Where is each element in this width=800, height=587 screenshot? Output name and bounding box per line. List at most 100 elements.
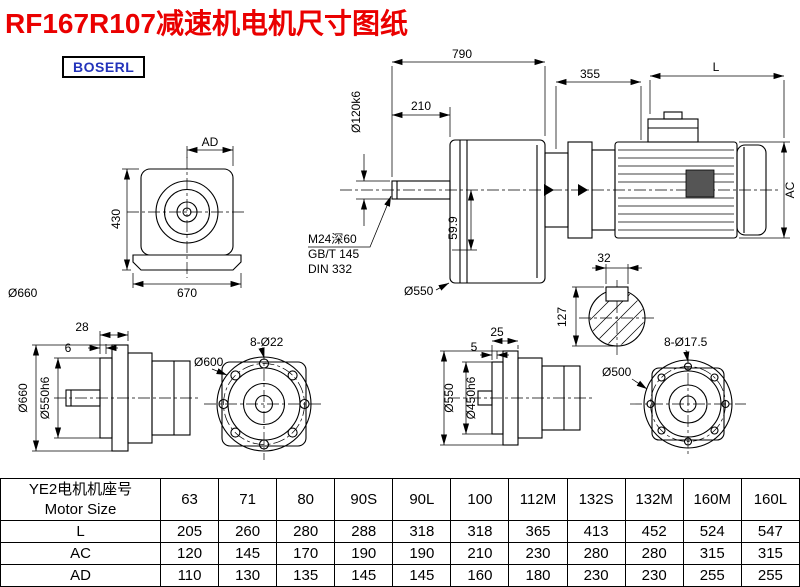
- motor-size-cell: 90S: [334, 478, 394, 521]
- dimension-value-cell: 120: [159, 542, 220, 565]
- dimension-value-cell: 205: [159, 520, 220, 543]
- dim-label-25: 25: [490, 325, 504, 339]
- dim-label-ad: AD: [202, 135, 219, 149]
- dimension-value-cell: 160: [450, 564, 510, 587]
- dim-label-550h6: Ø550h6: [38, 376, 52, 419]
- table-header-cn: YE2电机机座号: [28, 480, 133, 498]
- bolt-holes-left: [218, 358, 310, 450]
- dimension-value-cell: 315: [682, 542, 742, 565]
- technical-drawing: AD 430 670 Ø660: [8, 47, 797, 460]
- dimension-value-cell: 230: [566, 564, 626, 587]
- terminal-box-cap: [663, 111, 683, 120]
- dim-660-left: Ø660: [16, 344, 112, 452]
- dim-motor-length-L: L: [649, 60, 785, 138]
- motor-size-cell: 160M: [682, 478, 742, 521]
- label-flange-550: Ø550: [404, 282, 450, 298]
- dimension-value-cell: 190: [334, 542, 394, 565]
- mounting-base: [132, 254, 242, 271]
- dim-label-32: 32: [597, 251, 611, 265]
- dimension-value-cell: 255: [682, 564, 742, 587]
- fan-cover: [736, 144, 767, 236]
- motor-size-cell: 71: [218, 478, 278, 521]
- dimension-value-cell: 318: [450, 520, 510, 543]
- dim-6: 6: [65, 341, 118, 355]
- dimension-value-cell: 170: [276, 542, 336, 565]
- dim-ad: AD: [186, 135, 234, 166]
- dimension-value-cell: 280: [566, 542, 626, 565]
- dimension-value-cell: 260: [218, 520, 278, 543]
- dim-label-355: 355: [580, 67, 600, 81]
- dimension-value-cell: 135: [276, 564, 336, 587]
- main-assembly-view: 790 210 Ø120k6 M24深60 GB/T 145 DIN 332: [308, 47, 797, 298]
- dimension-value-cell: 413: [566, 520, 626, 543]
- label-600: Ø600: [194, 355, 228, 376]
- tapped-hole-note: M24深60 GB/T 145 DIN 332: [308, 195, 392, 276]
- dim-25: 25: [490, 325, 519, 360]
- motor-size-cell: 80: [276, 478, 336, 521]
- dimension-value-cell: 145: [392, 564, 452, 587]
- label-8x17-5: 8-Ø17.5: [664, 335, 708, 363]
- dim-label-6: 6: [65, 341, 72, 355]
- dim-motor-dia-AC: AC: [739, 141, 797, 239]
- dimension-value-cell: 365: [508, 520, 568, 543]
- label-8x22: 8-Ø22: [250, 335, 284, 359]
- oil-plug-mark: [578, 184, 588, 196]
- dim-label-550-right: Ø550: [442, 383, 456, 413]
- dim-label-450h6: Ø450h6: [464, 376, 478, 419]
- dim-label-660: Ø660: [16, 383, 30, 413]
- dim-label-670: 670: [177, 286, 197, 300]
- dimension-value-cell: 145: [218, 542, 278, 565]
- dim-label-8x17-5: 8-Ø17.5: [664, 335, 708, 349]
- shaft-section-view: 32 127: [555, 251, 655, 356]
- dimension-value-cell: 190: [392, 542, 452, 565]
- dimension-value-cell: 255: [740, 564, 800, 587]
- label-500: Ø500: [602, 365, 648, 390]
- dim-5: 5: [471, 340, 509, 359]
- terminal-box: [647, 118, 699, 143]
- dimension-value-cell: 547: [740, 520, 800, 543]
- dim-670: 670: [132, 273, 242, 300]
- dimension-value-cell: 288: [334, 520, 394, 543]
- dim-label-500: Ø500: [602, 365, 632, 379]
- dimension-value-cell: 145: [334, 564, 394, 587]
- dim-label-59-9: 59.9: [446, 216, 460, 240]
- dimension-value-cell: 230: [624, 564, 684, 587]
- dim-label-28: 28: [75, 320, 89, 334]
- motor-size-cell: 112M: [508, 478, 568, 521]
- dim-label-790: 790: [452, 47, 472, 61]
- brand-logo: BOSERL: [62, 56, 146, 78]
- dimension-value-cell: 524: [682, 520, 742, 543]
- dim-550h6: Ø550h6: [38, 357, 100, 439]
- dimension-value-cell: 315: [740, 542, 800, 565]
- flange-view-right: Ø500 8-Ø17.5: [602, 335, 746, 456]
- dimension-value-cell: 230: [508, 542, 568, 565]
- dimension-value-cell: 280: [276, 520, 336, 543]
- motor-nameplate: [685, 169, 715, 198]
- row-label-ac: AC: [0, 542, 161, 565]
- note-standard-gbt: GB/T 145: [308, 247, 359, 261]
- dim-790: 790: [391, 47, 546, 177]
- row-label-ad: AD: [0, 564, 161, 587]
- side-view-right: 25 5 Ø550 Ø450h6: [440, 325, 592, 446]
- dimension-value-cell: 210: [450, 542, 510, 565]
- dimension-value-cell: 110: [159, 564, 220, 587]
- dim-label-flange-550: Ø550: [404, 284, 434, 298]
- dim-key-32: 32: [592, 251, 642, 284]
- table-header-en: Motor Size: [44, 500, 117, 518]
- keyway: [605, 286, 629, 302]
- breather-mark: [544, 184, 554, 196]
- side-view-left: 28 6 Ø660 Ø550h6: [16, 320, 198, 452]
- motor-size-cell: 63: [159, 478, 220, 521]
- front-view: AD 430 670 Ø660: [8, 135, 247, 300]
- dimension-value-cell: 280: [624, 542, 684, 565]
- note-tapped-hole: M24深60: [308, 232, 357, 246]
- dim-label-430: 430: [109, 209, 123, 229]
- dim-label-600: Ø600: [194, 355, 224, 369]
- motor-fins: [618, 149, 734, 231]
- table-corner-cell: YE2电机机座号 Motor Size: [0, 478, 161, 521]
